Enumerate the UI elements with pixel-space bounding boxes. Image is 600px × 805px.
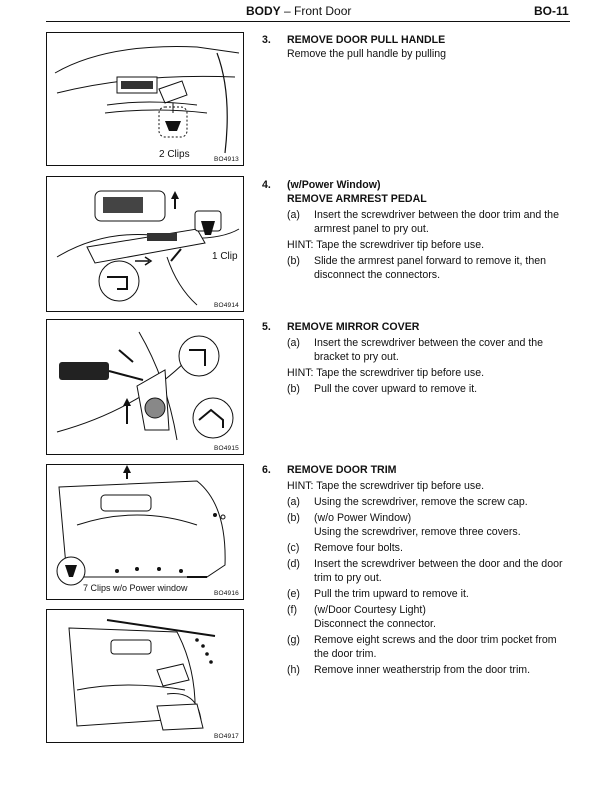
- door-trim-illustration: [56, 465, 226, 586]
- step-item: (a)Using the screwdriver, remove the scr…: [287, 496, 528, 508]
- hint-text: HINT: Tape the screwdriver tip before us…: [287, 367, 485, 379]
- page-header: BODY – Front Door BO-11: [0, 0, 600, 24]
- figure-armrest-pedal: 1 Clip BO4914: [46, 176, 244, 312]
- step-title-line1: (w/Power Window): [287, 179, 381, 191]
- mirror-cover-illustration: [56, 331, 234, 441]
- step-item: (h)Remove inner weatherstrip from the do…: [287, 664, 531, 676]
- figure-mirror-cover: BO4915: [46, 319, 244, 455]
- step-5: 5. REMOVE MIRROR COVER (a)Insert the scr…: [262, 320, 572, 396]
- figure-weatherstrip: BO4917: [46, 609, 244, 743]
- step-item: (f)(w/Door Courtesy Light)Disconnect the…: [287, 604, 436, 630]
- hint-text: HINT: Tape the screwdriver tip before us…: [287, 480, 485, 492]
- step-title-line2: REMOVE ARMREST PEDAL: [287, 193, 427, 205]
- step-item: (a)Insert the screwdriver between the do…: [287, 209, 559, 235]
- step-item: (c)Remove four bolts.: [287, 542, 403, 554]
- step-item: (e)Pull the trim upward to remove it.: [287, 588, 469, 600]
- figure-caption: 7 Clips w/o Power window: [83, 583, 188, 593]
- figure-caption: 2 Clips: [159, 149, 190, 160]
- step-item: (g)Remove eight screws and the door trim…: [287, 634, 557, 660]
- step-number: 6.: [262, 464, 271, 476]
- weatherstrip-illustration: [68, 619, 216, 731]
- figure-code: BO4915: [213, 445, 239, 452]
- step-number: 5.: [262, 321, 271, 333]
- figure-code: BO4914: [213, 302, 239, 309]
- hint-text: HINT: Tape the screwdriver tip before us…: [287, 239, 485, 251]
- figure-code: BO4917: [213, 733, 239, 740]
- figure-code: BO4916: [213, 590, 239, 597]
- step-body: Remove the pull handle by pulling: [287, 48, 447, 60]
- step-title: REMOVE DOOR PULL HANDLE: [287, 34, 446, 46]
- step-item: (b)Pull the cover upward to remove it.: [287, 383, 478, 395]
- figure-door-trim: 7 Clips w/o Power window BO4916: [46, 464, 244, 600]
- figure-caption: 1 Clip: [212, 251, 238, 262]
- pull-handle-illustration: [54, 46, 240, 154]
- step-6: 6. REMOVE DOOR TRIM HINT: Tape the screw…: [262, 463, 572, 677]
- step-item: (b)(w/o Power Window)Using the screwdriv…: [287, 512, 521, 538]
- figure-code: BO4913: [213, 156, 239, 163]
- step-title: REMOVE DOOR TRIM: [287, 464, 397, 476]
- header-rule: [46, 21, 570, 22]
- step-3: 3. REMOVE DOOR PULL HANDLE Remove the pu…: [262, 33, 572, 61]
- page-number: BO-11: [534, 4, 569, 18]
- step-4: 4. (w/Power Window) REMOVE ARMREST PEDAL…: [262, 178, 572, 282]
- step-number: 3.: [262, 34, 271, 46]
- step-title: REMOVE MIRROR COVER: [287, 321, 420, 333]
- step-item: (a)Insert the screwdriver between the co…: [287, 337, 544, 363]
- step-item: (b)Slide the armrest panel forward to re…: [287, 255, 546, 281]
- step-number: 4.: [262, 179, 271, 191]
- figure-door-pull-handle: 2 Clips BO4913: [46, 32, 244, 166]
- armrest-illustration: [56, 190, 240, 306]
- section-title: BODY – Front Door: [246, 4, 352, 18]
- step-item: (d)Insert the screwdriver between the do…: [287, 558, 563, 584]
